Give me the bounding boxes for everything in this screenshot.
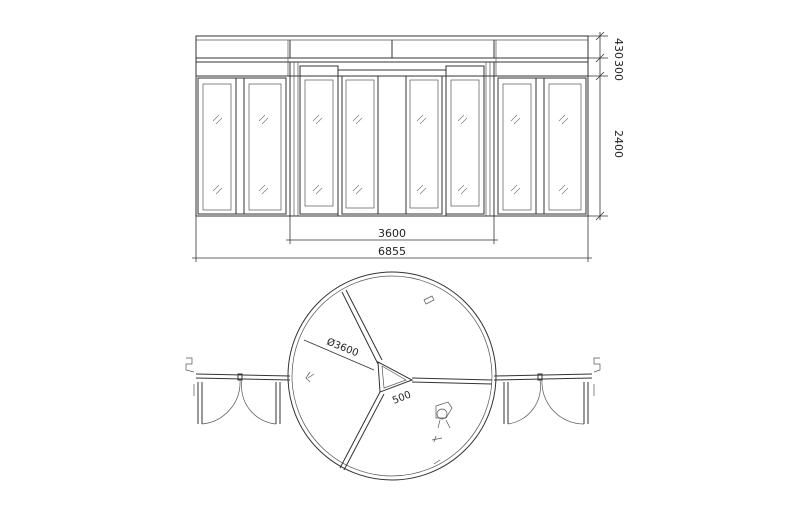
horizontal-dimensions: 3600 6855 [192,216,592,262]
right-side-panels [497,77,587,215]
person-symbol [435,401,453,429]
revolving-wings [339,289,493,471]
dim-height-top: 430 [612,38,625,59]
dim-height-transom: 300 [612,60,625,81]
dim-width-overall: 6855 [378,245,406,258]
right-swing-doors [493,357,601,425]
center-label: 500 [391,389,413,406]
glass-hatch-marks [212,114,569,195]
drum-symbols [305,295,453,465]
elevation-outer-frame [195,35,589,217]
dim-width-center: 3600 [378,227,406,240]
dim-height-door: 2400 [612,130,625,158]
center-revolving-section [289,61,495,217]
diameter-label: Ø3600 [325,336,360,360]
diameter-leader [303,339,375,371]
front-elevation: 430 300 2400 3600 6855 [192,31,625,262]
floor-plan: Ø3600 500 [185,271,601,481]
drum-inner-ring [291,275,493,477]
drum-outer-ring [287,271,497,481]
vertical-dimensions: 430 300 2400 [588,31,625,221]
left-side-panels [197,77,287,215]
left-swing-doors [185,357,291,425]
